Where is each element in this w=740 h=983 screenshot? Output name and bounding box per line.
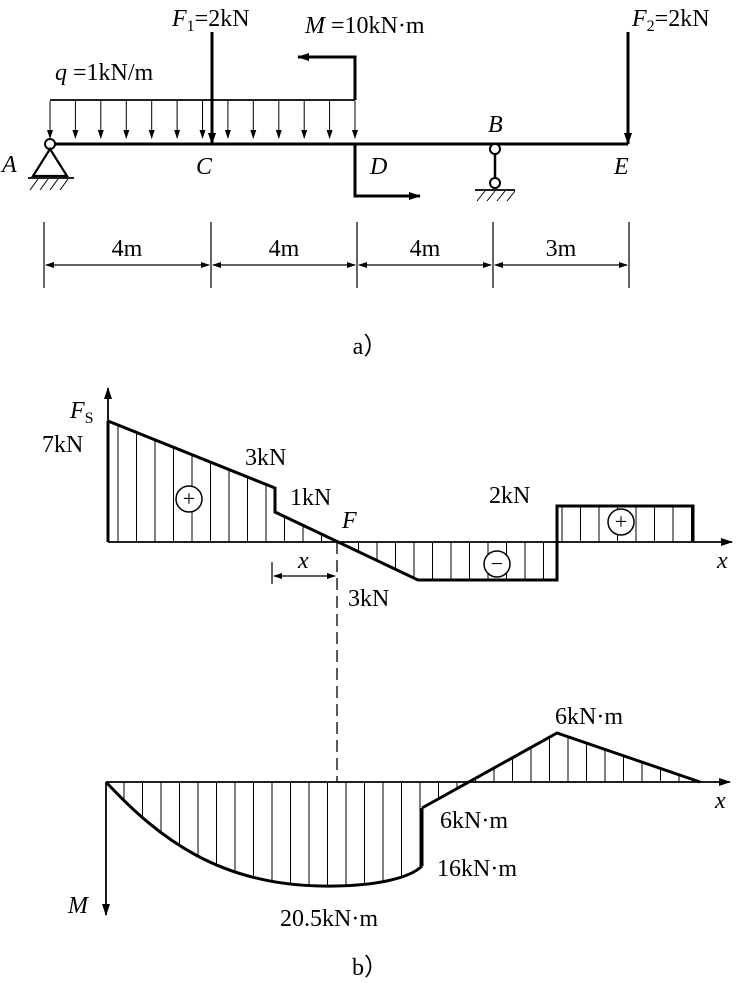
- moment-parabola: [104, 780, 424, 888]
- q-label: q =1kN/m: [55, 60, 154, 86]
- moment-max-label: 20.5kN·m: [280, 906, 378, 932]
- F2-label: F2=2kN: [631, 6, 710, 35]
- point-D-label: D: [369, 154, 387, 180]
- figure-a-beam: q =1kN/m F1=2kN M =10kN·m F2=2kN: [0, 6, 710, 360]
- span-4-label: 3m: [546, 236, 577, 262]
- shear-label-neg-3kN: 3kN: [348, 586, 389, 612]
- span-dimensions: 4m 4m 4m 3m: [43, 222, 630, 288]
- M-label: M =10kN·m: [304, 13, 425, 39]
- svg-text:−: −: [491, 551, 503, 576]
- shear-axis-label: FS: [69, 398, 94, 427]
- span-1-label: 4m: [112, 236, 143, 262]
- pin-support-A: [28, 138, 74, 191]
- F1-label: F1=2kN: [171, 6, 250, 35]
- moment-hatching: [123, 736, 680, 887]
- shear-force-diagram: + − + FS 7kN 3kN 1kN F 3kN 2kN x x: [42, 387, 733, 782]
- distributed-load: q =1kN/m: [47, 60, 358, 139]
- shear-label-7kN: 7kN: [42, 432, 83, 458]
- moment-D-right-label: 6kN·m: [440, 808, 508, 834]
- svg-text:+: +: [615, 509, 627, 534]
- moment-linear-segments: [421, 731, 701, 810]
- point-A-label: A: [0, 152, 17, 178]
- shear-label-3kN: 3kN: [245, 445, 286, 471]
- caption-b: b）: [352, 955, 388, 981]
- shear-positive-sign-1: +: [175, 485, 203, 513]
- shear-negative-sign: −: [483, 550, 511, 578]
- force-F1: F1=2kN: [171, 6, 250, 145]
- svg-text:+: +: [183, 486, 195, 511]
- moment-D-left-label: 16kN·m: [437, 856, 517, 882]
- moment-axis-label: M: [67, 893, 90, 919]
- couple-M: M =10kN·m: [297, 13, 425, 200]
- caption-a: a）: [353, 334, 388, 360]
- shear-positive-sign-2: +: [607, 508, 635, 536]
- distance-x-marker: x: [271, 548, 336, 584]
- force-F2: F2=2kN: [624, 6, 710, 145]
- span-2-label: 4m: [269, 236, 300, 262]
- point-C-label: C: [196, 154, 213, 180]
- point-E-label: E: [613, 154, 629, 180]
- span-3-label: 4m: [410, 236, 441, 262]
- moment-x-label: x: [714, 788, 726, 814]
- shear-x-label: x: [716, 548, 728, 574]
- shear-point-F-label: F: [341, 508, 357, 534]
- moment-B-label: 6kN·m: [555, 704, 623, 730]
- bending-moment-diagram: M x 20.5kN·m 16kN·m 6kN·m 6kN·m b）: [67, 704, 731, 981]
- roller-support-B: [475, 143, 516, 202]
- shear-label-1kN: 1kN: [290, 485, 331, 511]
- shear-outline: [107, 419, 695, 582]
- shear-hatching: [117, 425, 692, 580]
- distributed-load-arrows: [47, 101, 358, 139]
- shear-label-2kN: 2kN: [489, 483, 530, 509]
- point-B-label: B: [488, 112, 503, 138]
- distance-x-label: x: [297, 548, 309, 574]
